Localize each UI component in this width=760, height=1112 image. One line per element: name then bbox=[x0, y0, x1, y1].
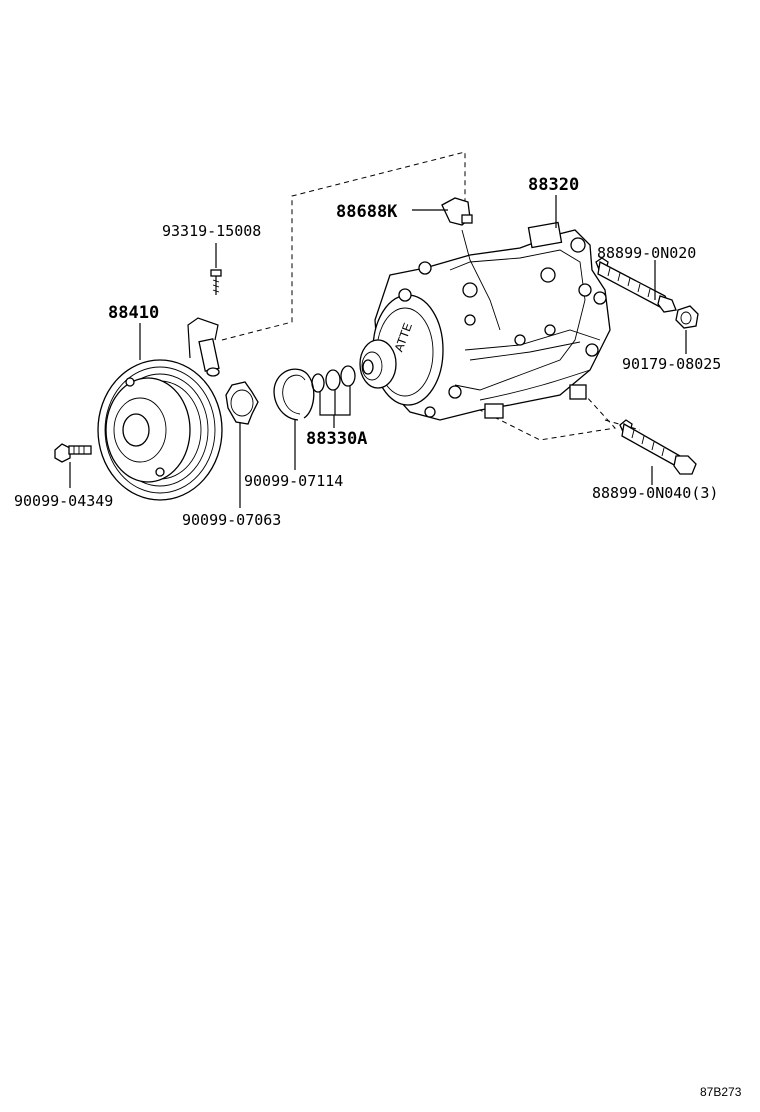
leader-lines bbox=[69, 195, 687, 508]
label-90099-04349: 90099-04349 bbox=[14, 492, 113, 510]
label-88320: 88320 bbox=[528, 175, 579, 195]
label-88899-0N020: 88899-0N020 bbox=[597, 244, 696, 262]
bolt-90099-04349 bbox=[54, 443, 92, 463]
bolt-88899-0N020 bbox=[595, 257, 677, 313]
label-90179-08025: 90179-08025 bbox=[622, 355, 721, 373]
diagram-code: 87B273 bbox=[700, 1085, 742, 1099]
label-88688K: 88688K bbox=[336, 202, 398, 222]
label-90099-07114: 90099-07114 bbox=[244, 472, 343, 490]
label-88899-0N040: 88899-0N040(3) bbox=[592, 484, 718, 502]
clutch-pulley-88410 bbox=[97, 317, 223, 501]
part-labels: 88320 88688K 93319-15008 88899-0N020 884… bbox=[14, 175, 721, 529]
label-90099-07063: 90099-07063 bbox=[182, 511, 281, 529]
nut-90179-08025 bbox=[675, 305, 699, 329]
bolt-88899-0N040 bbox=[619, 419, 697, 475]
screw-93319-15008 bbox=[210, 269, 222, 295]
snap-ring-90099-07114 bbox=[273, 368, 315, 421]
label-88330A: 88330A bbox=[306, 429, 367, 449]
connector-88688K bbox=[441, 197, 501, 331]
label-88410: 88410 bbox=[108, 303, 159, 323]
shim-90099-07063 bbox=[225, 381, 259, 425]
compressor-88320: ATTE bbox=[359, 221, 611, 421]
label-93319-15008: 93319-15008 bbox=[162, 222, 261, 240]
o-rings-88330A bbox=[311, 365, 356, 393]
